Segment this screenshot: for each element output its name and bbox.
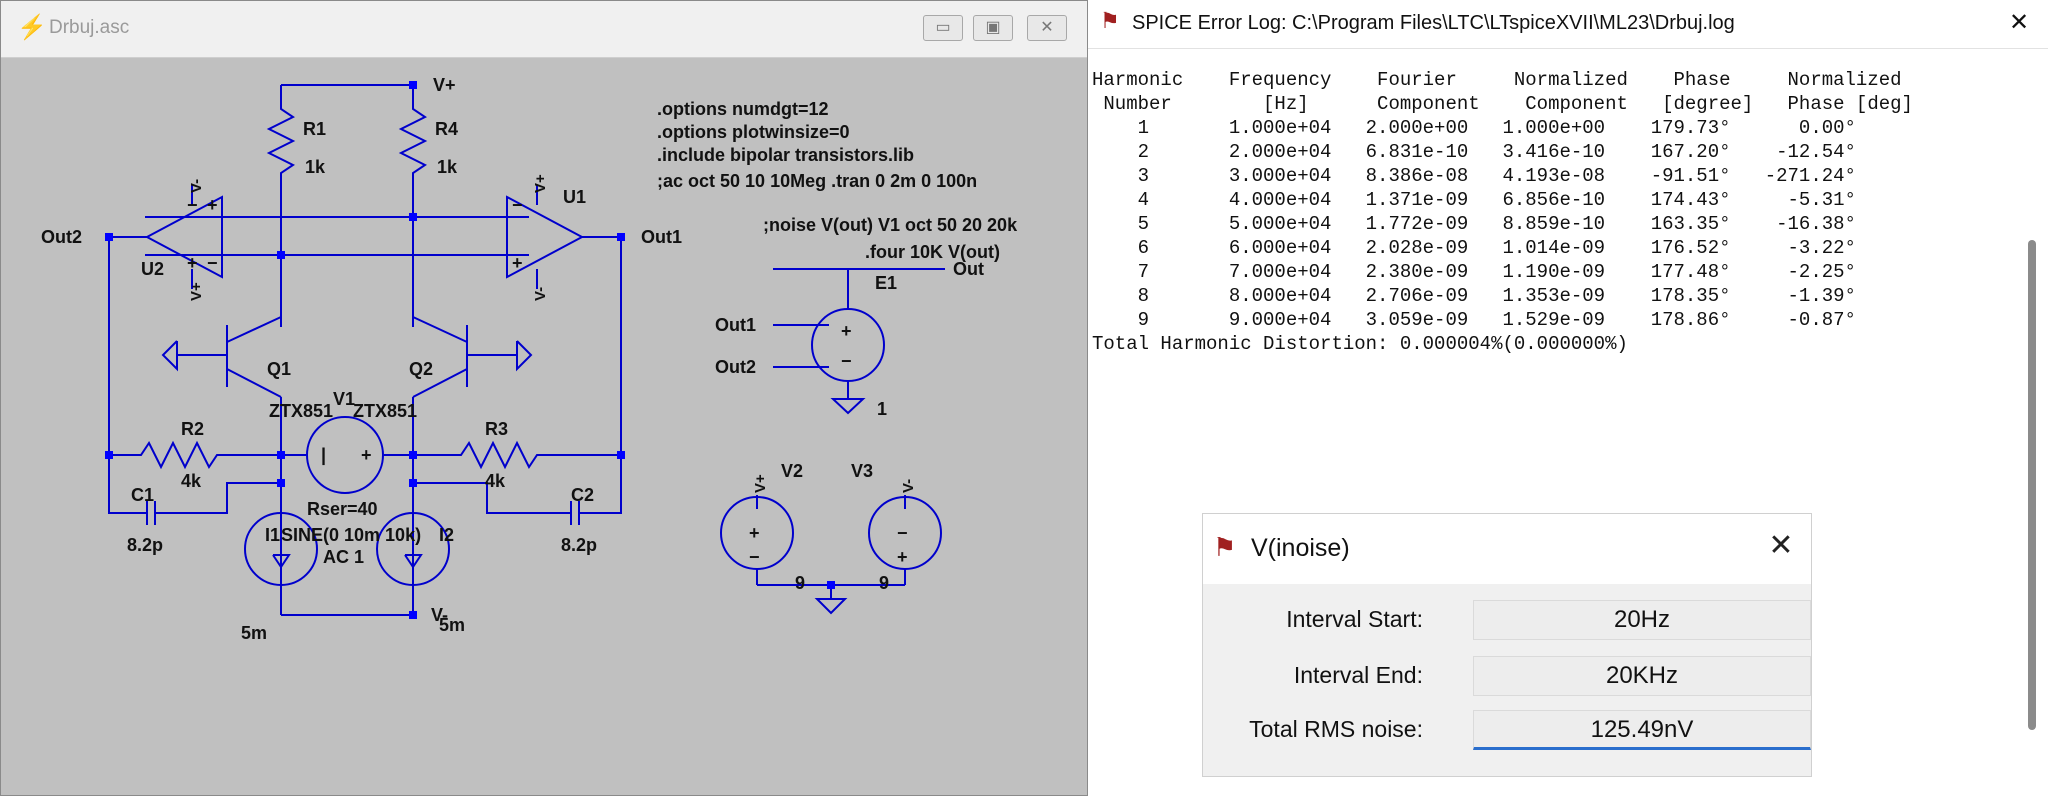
total-rms-noise-field[interactable]: 125.49nV	[1473, 710, 1811, 750]
svg-text:−: −	[897, 523, 908, 543]
label-out2-e1: Out2	[715, 357, 756, 377]
interval-start-field[interactable]: 20Hz	[1473, 600, 1811, 640]
label-v2-value: 9	[795, 573, 805, 593]
error-log-title: SPICE Error Log: C:\Program Files\LTC\LT…	[1132, 12, 1735, 34]
svg-text:−: −	[187, 195, 198, 215]
svg-text:|: |	[321, 445, 326, 465]
label-r1-value: 1k	[305, 157, 326, 177]
label-v2: V2	[781, 461, 803, 481]
svg-text:+: +	[841, 321, 852, 341]
label-i1-value: 5m	[241, 623, 267, 643]
svg-text:+: +	[512, 253, 523, 273]
schematic-canvas[interactable]: −+ +− −+ |+ +− +− −+ V+ R1 1k R4 1k Out2…	[17, 57, 1075, 787]
label-ztx851-q1: ZTX851	[269, 401, 333, 421]
label-u1-vminus: V-	[532, 287, 549, 301]
total-rms-noise-label: Total RMS noise:	[1249, 716, 1423, 742]
label-out: Out	[953, 259, 984, 279]
error-log-close-button[interactable]: ✕	[2008, 9, 2030, 36]
ltspice-logo-icon: ⚡	[17, 14, 47, 41]
noise-dialog-title-bar[interactable]: ⚑ V(inoise) ✕	[1203, 514, 1811, 584]
svg-text:+: +	[749, 523, 760, 543]
label-sine: SINE(0 10m 10k)	[281, 525, 421, 545]
label-v3-value: 9	[879, 573, 889, 593]
label-v3-vminus: V-	[900, 479, 917, 493]
label-r3-value: 4k	[485, 471, 506, 491]
interval-start-label: Interval Start:	[1286, 606, 1423, 632]
noise-dialog-title: V(inoise)	[1251, 534, 1350, 562]
label-i2-value: 5m	[439, 615, 465, 635]
directive-3[interactable]: .include bipolar transistors.lib	[657, 145, 914, 165]
label-c2: C2	[571, 485, 594, 505]
directive-4[interactable]: ;ac oct 50 10 10Meg .tran 0 2m 0 100n	[657, 171, 977, 191]
svg-text:−: −	[749, 547, 760, 567]
svg-text:+: +	[361, 445, 372, 465]
label-out1: Out1	[641, 227, 682, 247]
label-e1-value: 1	[877, 399, 887, 419]
maximize-button[interactable]: ▣	[973, 15, 1013, 41]
directive-1[interactable]: .options numdgt=12	[657, 99, 829, 119]
svg-text:+: +	[187, 253, 198, 273]
label-c1: C1	[131, 485, 154, 505]
close-button[interactable]: ✕	[1027, 15, 1067, 41]
directive-6[interactable]: .four 10K V(out)	[865, 242, 1000, 262]
label-r1: R1	[303, 119, 326, 139]
label-rser: Rser=40	[307, 499, 378, 519]
vertical-scrollbar[interactable]	[2028, 240, 2036, 730]
label-out2: Out2	[41, 227, 82, 247]
label-v3: V3	[851, 461, 873, 481]
label-c1-value: 8.2p	[127, 535, 163, 555]
error-log-text[interactable]: Harmonic Frequency Fourier Normalized Ph…	[1092, 69, 1913, 355]
label-v1: V1	[333, 389, 355, 409]
interval-end-field[interactable]: 20KHz	[1473, 656, 1811, 696]
label-u1: U1	[563, 187, 586, 207]
label-u2-vplus: V+	[188, 282, 205, 301]
label-i1: I1	[265, 525, 280, 545]
noise-dialog-close-button[interactable]: ✕	[1768, 529, 1794, 562]
svg-text:+: +	[897, 547, 908, 567]
label-q1: Q1	[267, 359, 291, 379]
ltspice-flag-icon: ⚑	[1213, 532, 1237, 562]
label-out1-e1: Out1	[715, 315, 756, 335]
label-e1: E1	[875, 273, 897, 293]
window-title: Drbuj.asc	[49, 17, 130, 38]
label-r4: R4	[435, 119, 458, 139]
label-q2: Q2	[409, 359, 433, 379]
schematic-drawing: −+ +− −+ |+ +− +− −+ V+ R1 1k R4 1k Out2…	[41, 75, 1018, 643]
label-u1-vplus: V+	[532, 174, 549, 193]
label-ztx851-q2: ZTX851	[353, 401, 417, 421]
schematic-window: ⚡ Drbuj.asc ▭ ▣ ✕	[0, 0, 1088, 796]
label-r2-value: 4k	[181, 471, 202, 491]
label-u2-vminus: V-	[188, 179, 205, 193]
label-i2: I2	[439, 525, 454, 545]
noise-dialog: ⚑ V(inoise) ✕ Interval Start: 20Hz Inter…	[1203, 514, 1811, 776]
label-r4-value: 1k	[437, 157, 458, 177]
label-ac: AC 1	[323, 547, 364, 567]
label-u2: U2	[141, 259, 164, 279]
error-log-title-bar[interactable]: ⚑ SPICE Error Log: C:\Program Files\LTC\…	[1088, 0, 2048, 49]
label-v2-vplus: V+	[752, 474, 769, 493]
minimize-button[interactable]: ▭	[923, 15, 963, 41]
schematic-nodes	[105, 81, 835, 619]
ltspice-flag-icon: ⚑	[1100, 8, 1120, 33]
svg-text:−: −	[207, 253, 218, 273]
label-r3: R3	[485, 419, 508, 439]
svg-text:+: +	[207, 195, 218, 215]
label-vplus: V+	[433, 75, 456, 95]
directive-5[interactable]: ;noise V(out) V1 oct 50 20 20k	[763, 215, 1018, 235]
label-r2: R2	[181, 419, 204, 439]
svg-text:−: −	[841, 351, 852, 371]
interval-end-label: Interval End:	[1293, 662, 1423, 688]
svg-text:−: −	[512, 195, 523, 215]
schematic-title-bar[interactable]: ⚡ Drbuj.asc ▭ ▣ ✕	[1, 1, 1087, 58]
directive-2[interactable]: .options plotwinsize=0	[657, 122, 850, 142]
label-vminus: V-	[431, 605, 448, 625]
label-c2-value: 8.2p	[561, 535, 597, 555]
